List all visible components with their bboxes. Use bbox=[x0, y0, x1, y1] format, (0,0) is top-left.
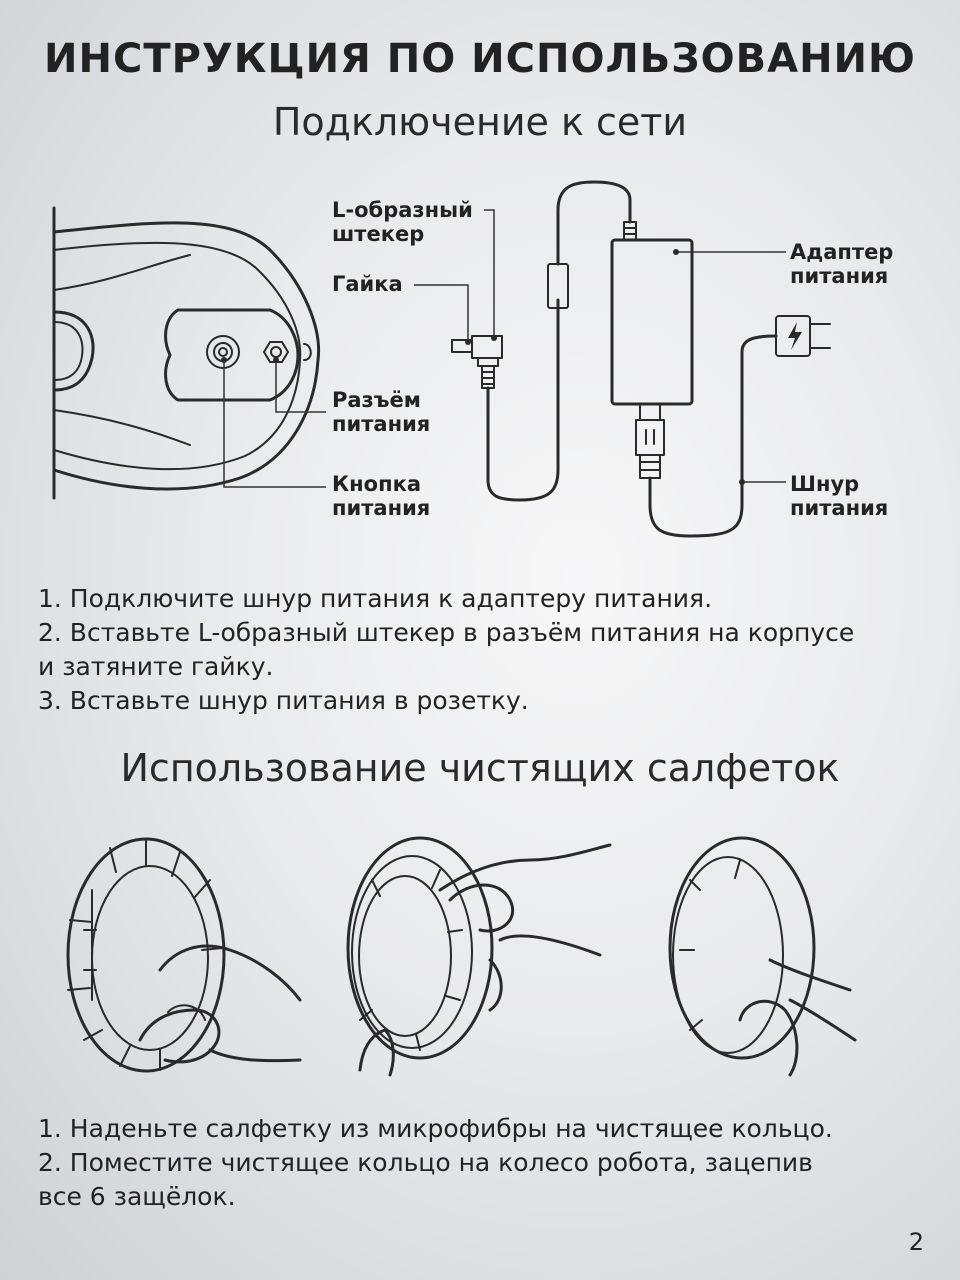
power-adapter-illustration bbox=[610, 221, 831, 538]
step-text: все 6 защёлок. bbox=[38, 1182, 236, 1211]
wipe-steps: 1. Наденьте салфетку из микрофибры на чи… bbox=[38, 1112, 938, 1214]
ring-illustration-3 bbox=[668, 836, 857, 1077]
label-l-plug: L-образный штекер bbox=[332, 198, 473, 246]
page-number: 2 bbox=[908, 1228, 924, 1256]
page-title: ИНСТРУКЦИЯ ПО ИСПОЛЬЗОВАНИЮ bbox=[44, 36, 916, 82]
step-text: и затяните гайку. bbox=[38, 652, 274, 681]
step-text: 1. Подключите шнур питания к адаптеру пи… bbox=[38, 584, 713, 613]
step-text: 2. Поместите чистящее кольцо на колесо р… bbox=[38, 1148, 813, 1177]
ring-illustration-2 bbox=[346, 836, 612, 1077]
label-leader-lines bbox=[221, 209, 786, 488]
section-title-connection: Подключение к сети bbox=[272, 100, 688, 144]
label-nut: Гайка bbox=[332, 272, 403, 296]
label-power-button: Кнопка питания bbox=[332, 472, 431, 520]
l-plug-illustration bbox=[451, 180, 632, 502]
step-text: 1. Наденьте салфетку из микрофибры на чи… bbox=[38, 1114, 833, 1143]
section-title-wipes: Использование чистящих салфеток bbox=[120, 746, 840, 790]
step-text: 2. Вставьте L-образный штекер в разъём п… bbox=[38, 618, 855, 647]
ring-illustration-1 bbox=[66, 837, 302, 1073]
step-text: 3. Вставьте шнур питания в розетку. bbox=[38, 686, 529, 715]
label-power-adapter: Адаптер питания bbox=[790, 240, 894, 288]
robot-body-illustration bbox=[52, 206, 321, 500]
connection-steps: 1. Подключите шнур питания к адаптеру пи… bbox=[38, 582, 938, 718]
label-power-socket: Разъём питания bbox=[332, 388, 431, 436]
label-power-cord: Шнур питания bbox=[790, 472, 889, 520]
